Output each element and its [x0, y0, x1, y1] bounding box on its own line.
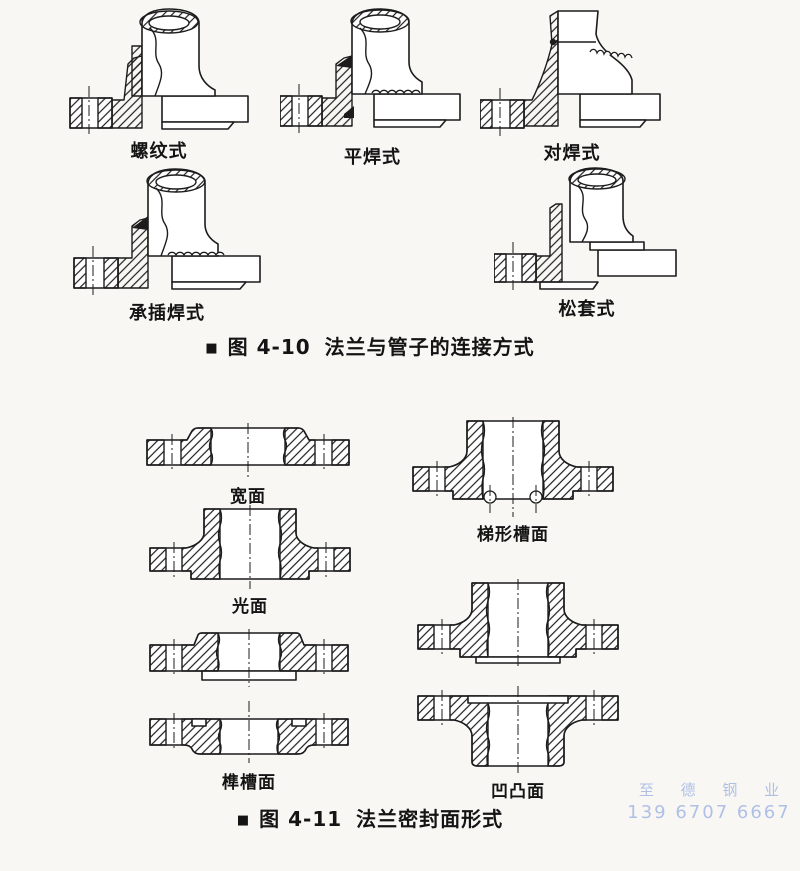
watermark-phone: 139 6707 6667 [627, 802, 791, 823]
diagram-male-face [408, 579, 628, 667]
label-flat-weld: 平焊式 [344, 147, 401, 168]
figure-4-10-title: 法兰与管子的连接方式 [324, 335, 535, 359]
label-threaded: 螺纹式 [130, 141, 188, 162]
diagram-socket-weld-connection: 承插焊式 [72, 164, 262, 325]
female-face-drawing [417, 686, 619, 774]
socket-weld-drawing [73, 168, 261, 296]
diagram-tongue-face [140, 629, 358, 689]
label-trapezoid-groove-face: 梯形槽面 [477, 525, 549, 545]
figure-4-11-title: 法兰密封面形式 [356, 807, 504, 831]
diagram-threaded-connection: 螺纹式 [66, 6, 252, 163]
label-butt-weld: 对焊式 [543, 143, 601, 164]
figure-4-10-number: 图 4-10 [227, 335, 311, 359]
figure-4-11-caption: ■ 图 4-11 法兰密封面形式 [0, 803, 740, 832]
label-loose-sleeve: 松套式 [558, 299, 616, 320]
smooth-face-drawing [149, 505, 351, 589]
figure-4-10-caption: ■ 图 4-10 法兰与管子的连接方式 [0, 331, 740, 360]
groove-face-drawing [149, 701, 349, 763]
figure-4-11-number: 图 4-11 [259, 807, 343, 831]
diagram-loose-sleeve-connection: 松套式 [494, 164, 680, 321]
tongue-face-drawing [149, 629, 349, 687]
caption-bullet-icon: ■ [236, 813, 251, 828]
trapezoid-groove-face-drawing [412, 417, 614, 517]
label-concave-convex-face: 凹凸面 [491, 782, 545, 802]
diagram-wide-face: 宽面 [137, 423, 359, 507]
diagram-butt-weld-connection: 对焊式 [480, 6, 664, 165]
watermark: 至 德 钢 业 139 6707 6667 [620, 779, 798, 823]
diagram-smooth-face: 光面 [138, 505, 362, 617]
loose-sleeve-drawing [494, 167, 677, 290]
label-smooth-face: 光面 [232, 597, 268, 617]
diagram-groove-face: 榫槽面 [140, 701, 358, 793]
male-face-drawing [417, 579, 619, 667]
diagram-flat-weld-connection: 平焊式 [280, 6, 465, 169]
caption-bullet-icon: ■ [205, 341, 219, 356]
diagram-female-face: 凹凸面 [408, 686, 628, 802]
wide-face-drawing [146, 423, 350, 479]
diagram-trapezoid-groove-face: 梯形槽面 [401, 417, 625, 545]
label-wide-face: 宽面 [230, 487, 266, 507]
butt-weld-drawing [480, 10, 661, 136]
label-tongue-groove-face: 榫槽面 [222, 773, 276, 793]
threaded-connection-drawing [69, 8, 249, 134]
label-socket-weld: 承插焊式 [129, 303, 205, 324]
flat-weld-drawing [280, 8, 461, 136]
watermark-company: 至 德 钢 业 [638, 781, 791, 799]
